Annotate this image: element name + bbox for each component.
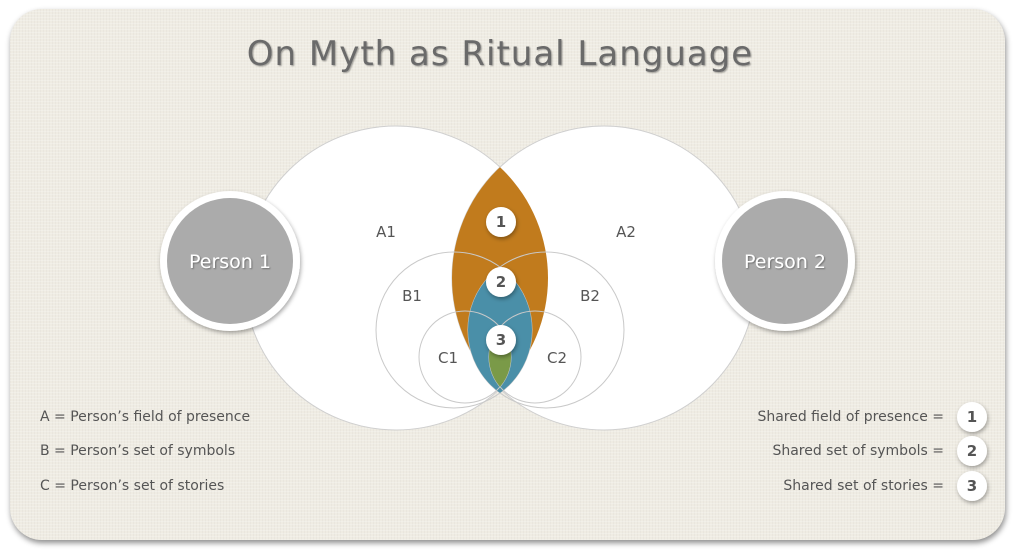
person-1-node [160,191,300,331]
legend-badge [957,436,987,466]
zone-label-b1: B1 [402,287,422,305]
legend-right-item: Shared set of symbols = [772,443,944,459]
legend-right-item: Shared field of presence = [757,409,944,425]
legend-badge-number: 1 [967,408,977,426]
person-2-label: Person 2 [744,251,826,273]
zone-label-c1: C1 [438,349,458,367]
zone-label-a1: A1 [376,223,396,241]
legend-left-item: A = Person’s field of presence [40,409,250,425]
page-title: On Myth as Ritual Language [247,34,753,74]
diagram-card: On Myth as Ritual Language A1 A2 B1 B2 C… [10,9,1005,540]
badge-number: 3 [496,331,506,349]
zone-label-a2: A2 [616,223,636,241]
legend-right: Shared field of presence = 1 Shared set … [757,402,987,501]
badge-shared-symbols: 2 [486,267,516,297]
legend-badge-number: 2 [967,442,977,460]
legend-left: A = Person’s field of presence B = Perso… [40,409,250,494]
person-1-label: Person 1 [189,251,271,273]
legend-badge [957,471,987,501]
badge-shared-presence: 1 [486,207,516,237]
legend-left-item: C = Person’s set of stories [40,478,224,494]
badge-number: 2 [496,273,506,291]
legend-badge [957,402,987,432]
badge-shared-stories: 3 [486,325,516,355]
legend-badge-number: 3 [967,477,977,495]
zone-label-b2: B2 [580,287,600,305]
legend-left-item: B = Person’s set of symbols [40,443,235,459]
badge-number: 1 [496,213,506,231]
person-2-node [715,191,855,331]
legend-right-item: Shared set of stories = [783,478,944,494]
zone-label-c2: C2 [547,349,567,367]
venn-diagram: On Myth as Ritual Language A1 A2 B1 B2 C… [40,34,987,501]
